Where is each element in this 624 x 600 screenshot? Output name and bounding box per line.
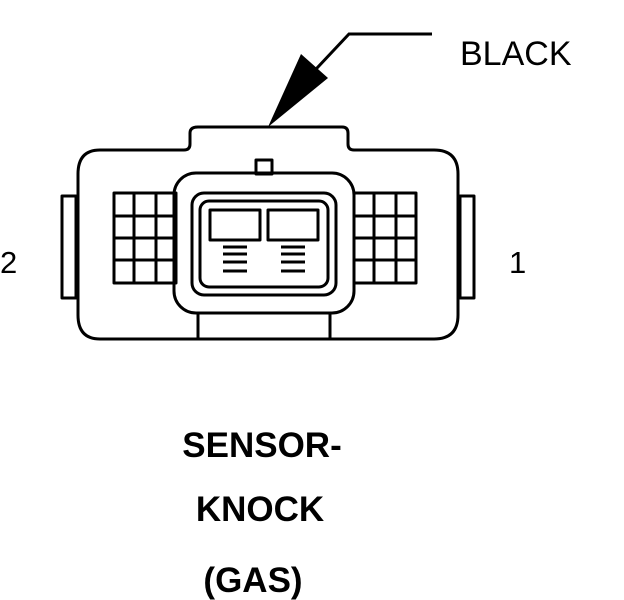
right-side-rail — [458, 194, 476, 300]
caption-line-3: (GAS) — [203, 561, 302, 600]
right-terminal-bank — [352, 191, 418, 285]
callout-leader — [268, 32, 432, 127]
pin-number-left: 2 — [0, 245, 17, 280]
left-side-rail — [60, 194, 78, 300]
socket-cavity-inner — [198, 199, 330, 289]
socket-key-tab — [254, 158, 274, 176]
caption-line-1: SENSOR- — [182, 426, 341, 465]
caption-line-2: KNOCK — [196, 490, 324, 529]
connector-housing — [60, 125, 476, 341]
housing-outline — [76, 125, 460, 341]
left-terminal-bank — [112, 191, 178, 285]
leader-arrowhead — [268, 54, 328, 127]
pin-cavity-left — [208, 208, 262, 273]
socket-cavity — [190, 191, 338, 297]
wire-color-label: BLACK — [460, 35, 572, 73]
pin-cavity-right — [266, 208, 320, 273]
socket-lower-tab — [196, 313, 332, 339]
pin-number-right: 1 — [509, 245, 526, 280]
